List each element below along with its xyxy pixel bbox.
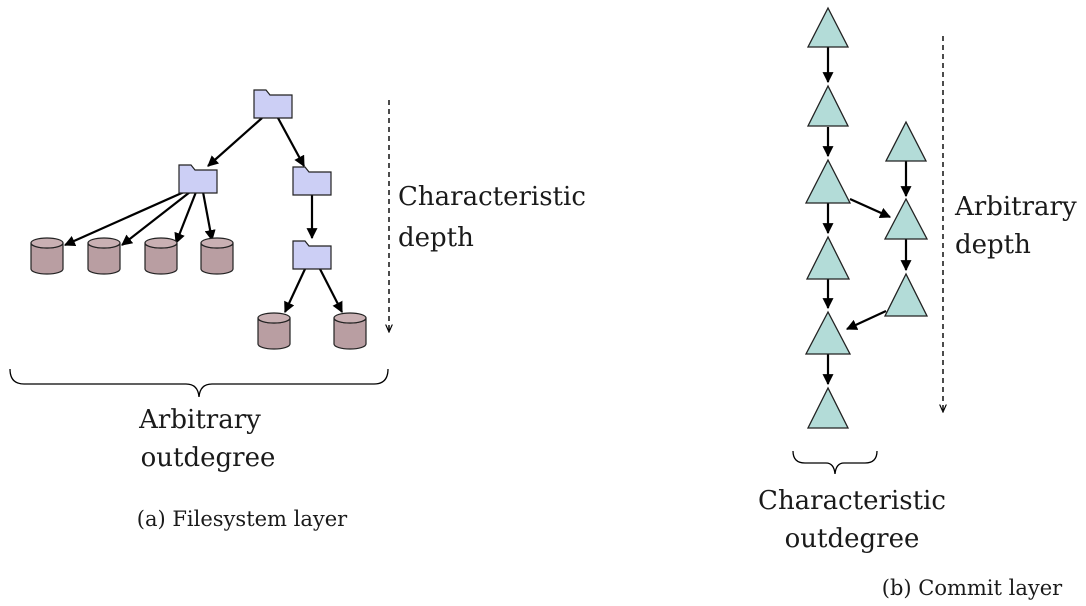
file-3 — [144, 237, 178, 275]
edge-root-dir1 — [207, 117, 263, 167]
outdegree-label-line2: outdegree — [141, 443, 276, 473]
commit-triangle-icon — [804, 158, 852, 204]
directory-1 — [178, 164, 218, 194]
file-2 — [87, 237, 121, 275]
folder-icon — [178, 164, 218, 194]
commit-triangle-icon — [884, 120, 928, 162]
commit-panel: Arbitrary depth Characteristic outdegree… — [758, 6, 1077, 600]
edge-dir1-file1 — [63, 190, 185, 247]
file-4 — [200, 237, 234, 275]
commit-triangle-icon — [806, 386, 850, 429]
filesystem-panel: Characteristic depth Arbitrary outdegree… — [9, 89, 586, 531]
edge-b3-c5 — [846, 310, 887, 330]
caption-commit: (b) Commit layer — [882, 576, 1063, 600]
depth-label-line1: Arbitrary — [954, 192, 1077, 222]
edge-dir1-file3 — [174, 191, 198, 245]
outdegree-label-line1: Arbitrary — [138, 405, 261, 435]
file-1 — [30, 237, 64, 275]
outdegree-label-line1: Characteristic — [758, 486, 946, 516]
file-6 — [333, 312, 367, 350]
depth-label-line2: depth — [398, 223, 474, 253]
commit-triangle-icon — [806, 84, 850, 127]
commit-triangle-icon — [805, 235, 851, 280]
commit-triangle-icon — [804, 310, 852, 355]
edge-c3-b2 — [849, 197, 892, 219]
file-5 — [257, 312, 291, 350]
outdegree-label-line2: outdegree — [785, 524, 920, 554]
depth-label-line2: depth — [955, 230, 1031, 260]
folder-icon — [292, 240, 332, 270]
directory-2 — [292, 166, 332, 196]
directory-root — [253, 89, 293, 119]
commit-triangle-icon — [883, 197, 929, 240]
depth-label-line1: Characteristic — [398, 182, 586, 212]
edge-dir3-file5 — [284, 268, 306, 313]
commit-triangle-icon — [883, 272, 929, 317]
outdegree-brace — [792, 450, 878, 475]
edge-dir3-file6 — [319, 268, 343, 313]
edge-dir1-file2 — [121, 191, 191, 246]
directory-3 — [292, 240, 332, 270]
folder-icon — [253, 89, 293, 119]
outdegree-brace — [9, 368, 389, 398]
caption-filesystem: (a) Filesystem layer — [137, 507, 348, 531]
filesystem-edges — [63, 117, 343, 313]
edge-dir1-file4 — [201, 191, 216, 242]
edge-root-dir2 — [277, 117, 305, 167]
folder-icon — [292, 166, 332, 196]
commit-triangle-icon — [806, 6, 850, 48]
commit-edges — [822, 47, 912, 386]
